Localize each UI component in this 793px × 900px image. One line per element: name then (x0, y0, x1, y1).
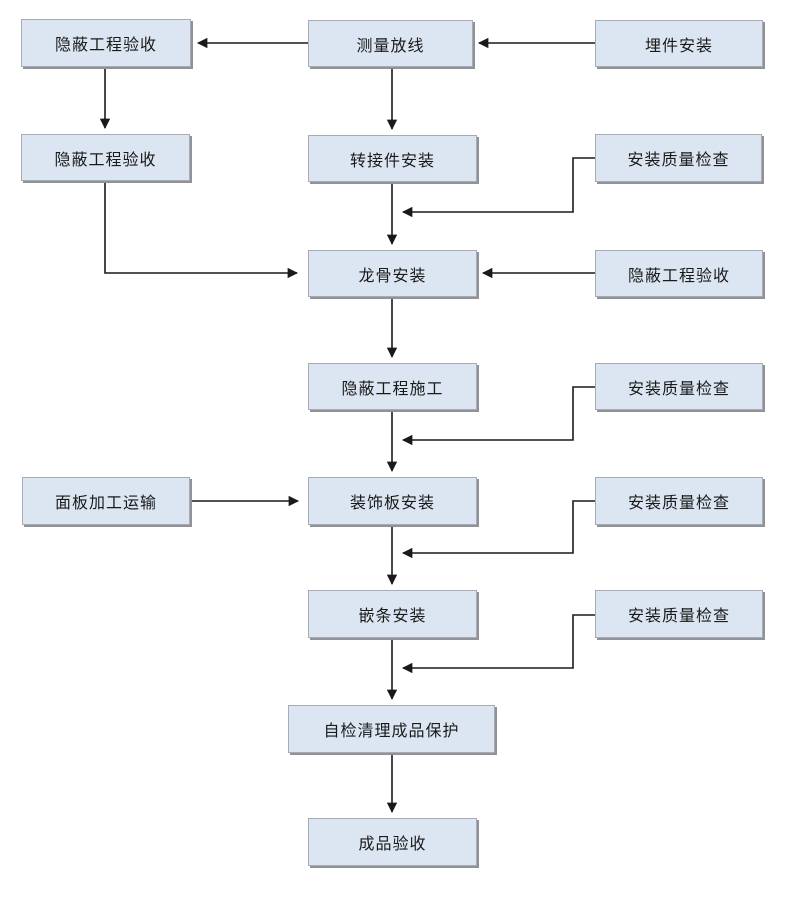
edge-acceptance2-to-keel (104, 181, 299, 279)
node-keel-install: 龙骨安装 (308, 250, 477, 297)
node-concealed-acceptance-3: 隐蔽工程验收 (595, 250, 763, 297)
node-concealed-construction: 隐蔽工程施工 (308, 363, 477, 410)
node-panel-processing-transport: 面板加工运输 (22, 477, 190, 525)
node-self-check-clean-protect: 自检清理成品保护 (288, 705, 495, 753)
node-decorative-panel-install: 装饰板安装 (308, 477, 477, 525)
node-adapter-install: 转接件安装 (308, 135, 477, 182)
node-concealed-acceptance-2: 隐蔽工程验收 (21, 134, 190, 181)
node-embedded-parts-install: 埋件安装 (595, 20, 763, 67)
edge-quality-check4-merge (401, 614, 595, 674)
edge-quality-check1-merge (401, 157, 595, 218)
edge-quality-check3-merge (401, 500, 595, 559)
node-quality-check-4: 安装质量检查 (595, 590, 763, 638)
node-quality-check-2: 安装质量检查 (595, 363, 763, 410)
node-quality-check-3: 安装质量检查 (595, 477, 763, 525)
node-concealed-acceptance-1: 隐蔽工程验收 (21, 19, 191, 67)
node-finished-acceptance: 成品验收 (308, 818, 477, 866)
node-measure-layout: 测量放线 (308, 20, 473, 67)
node-trim-strip-install: 嵌条安装 (308, 590, 477, 638)
edge-quality-check2-merge (401, 386, 595, 446)
node-quality-check-1: 安装质量检查 (595, 134, 762, 182)
